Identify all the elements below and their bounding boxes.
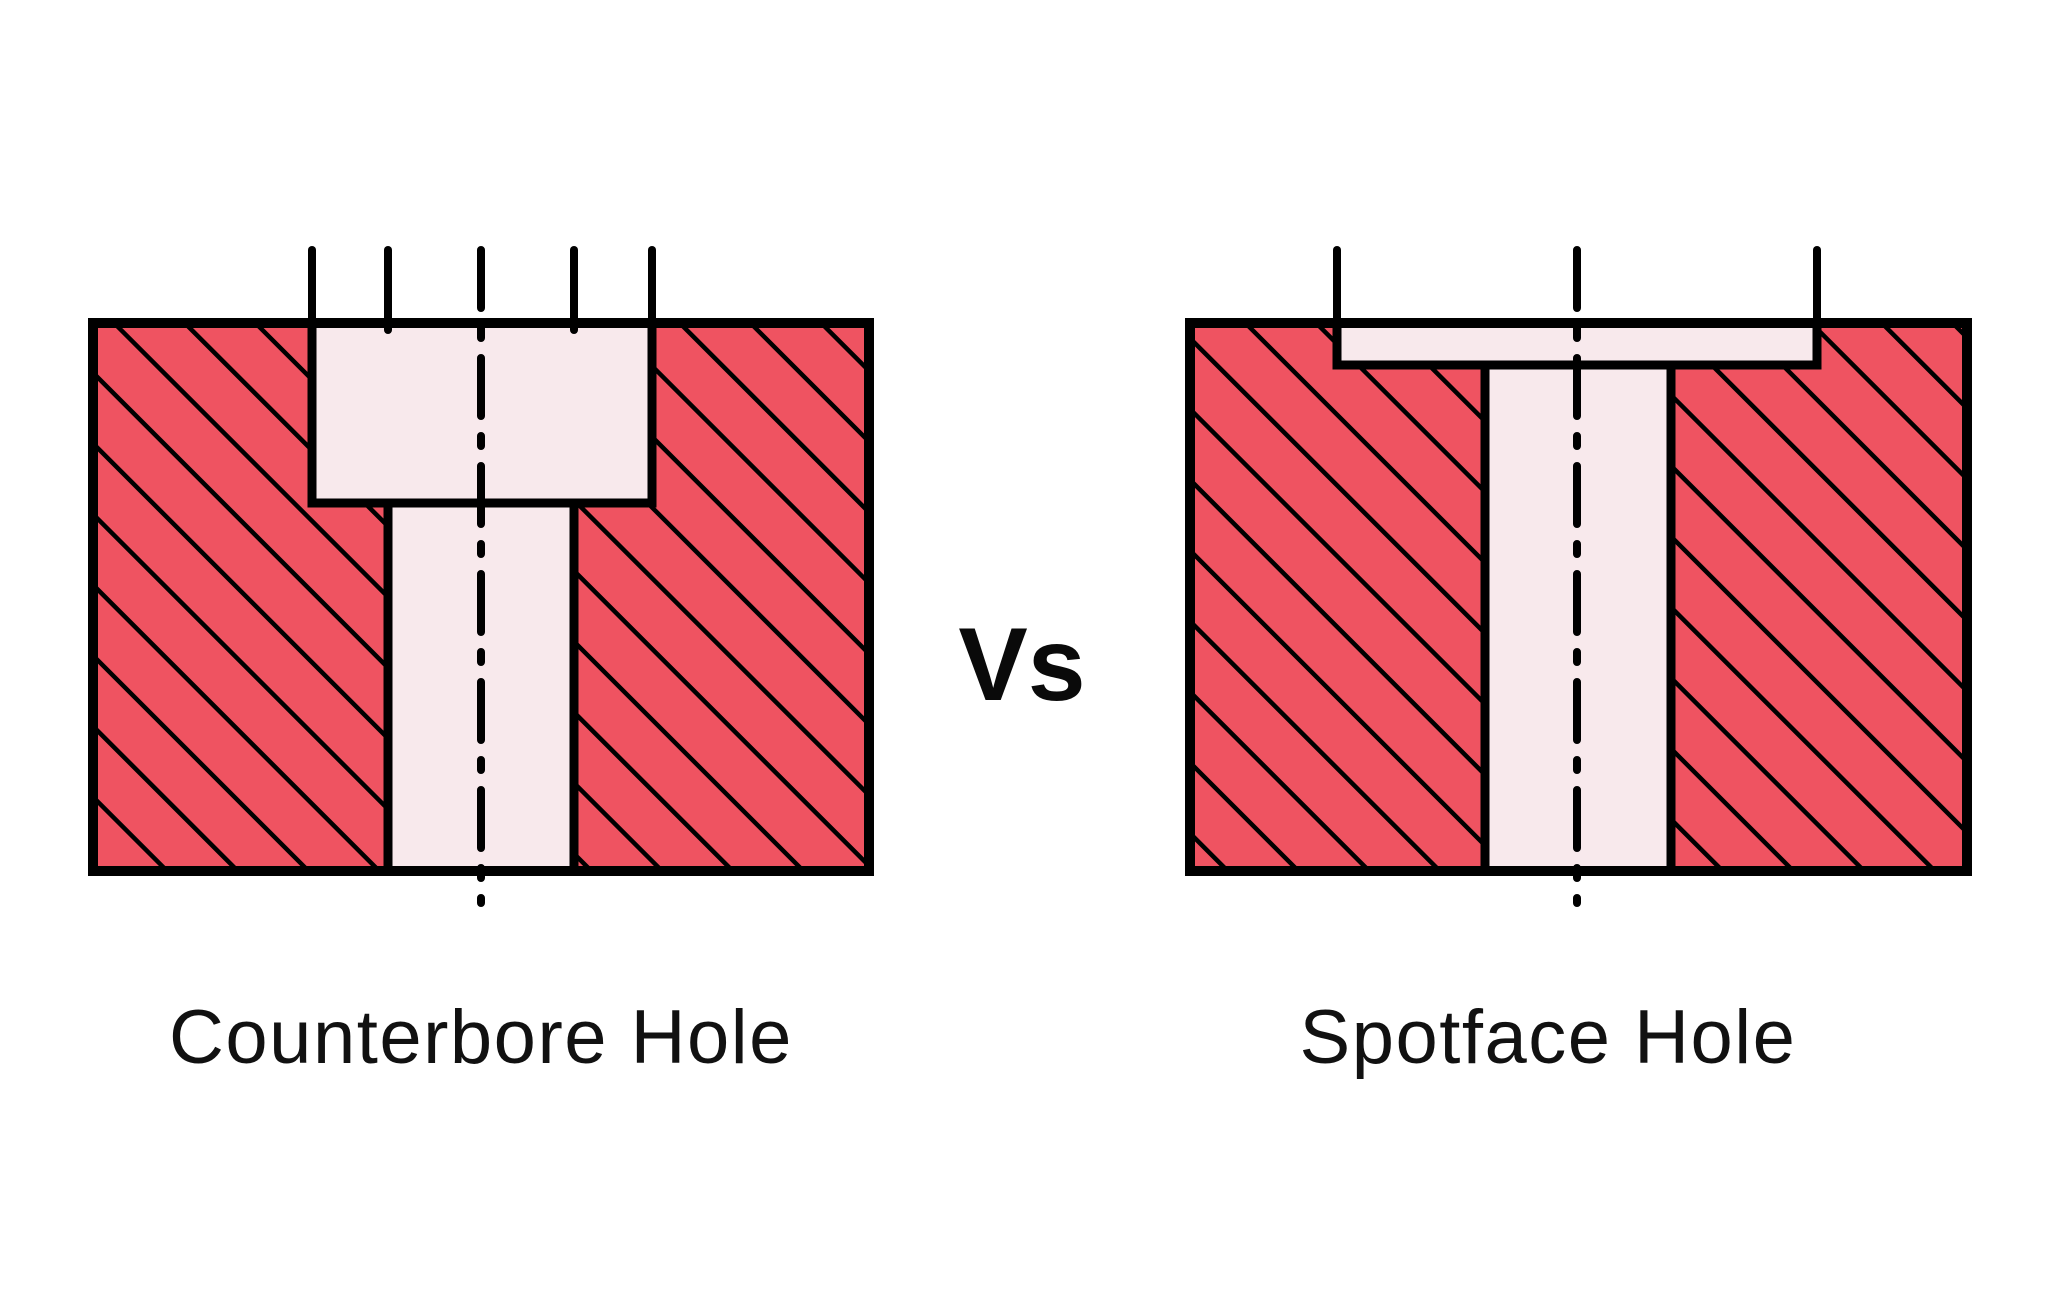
counterbore-caption: Counterbore Hole — [169, 995, 793, 1080]
vs-separator-label: Vs — [958, 607, 1085, 723]
figure-spotface: Spotface Hole — [1185, 246, 1972, 1080]
spotface-caption: Spotface Hole — [1300, 995, 1797, 1080]
figure-counterbore: Counterbore Hole — [88, 246, 874, 1080]
